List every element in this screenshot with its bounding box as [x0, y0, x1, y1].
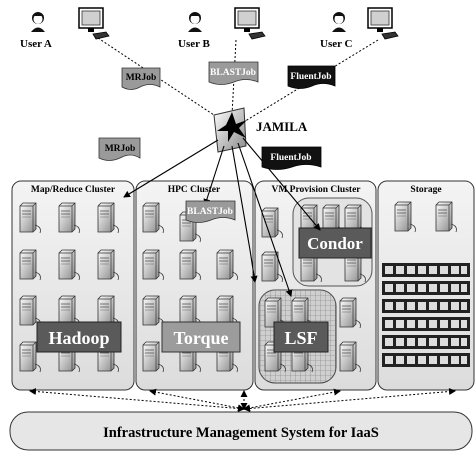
vm-provision-cluster-title: VM Provision Cluster	[271, 185, 361, 195]
user-a-computer-icon	[78, 7, 110, 40]
disk-array-icon	[382, 335, 470, 349]
dispatch-arrows	[123, 137, 321, 297]
flag-blastjob-hpc-label: BLASTJob	[187, 207, 233, 217]
flag-blastjob-user-b-label: BLASTJob	[210, 68, 256, 78]
disk-array-icon	[382, 263, 470, 277]
hpc-cluster-title: HPC Cluster	[168, 185, 221, 195]
infrastructure-management-bar: Infrastructure Management System for Iaa…	[9, 411, 473, 451]
user-b-label: User B	[178, 38, 211, 50]
flag-mrjob-user-a: MRJob	[121, 67, 161, 90]
condor-group: Condor	[292, 197, 373, 287]
flag-fluentjob-user-c: FluentJob	[287, 65, 336, 89]
user-a-label: User A	[20, 38, 52, 50]
hadoop-label: Hadoop	[48, 328, 109, 348]
management-links	[29, 388, 456, 412]
torque-label: Torque	[173, 328, 228, 348]
disk-array-icon	[382, 353, 470, 367]
jamila-node: JAMILA	[213, 107, 308, 153]
flag-mrjob-mapreduce: MRJob	[98, 137, 141, 161]
storage-title: Storage	[410, 185, 441, 195]
flag-fluentjob-vm: FluentJob	[261, 146, 322, 170]
hadoop-box: Hadoop	[36, 321, 122, 353]
user-c-label: User C	[320, 38, 353, 50]
mapreduce-cluster-title: Map/Reduce Cluster	[31, 185, 116, 195]
user-b-computer-icon	[234, 7, 266, 40]
flag-blastjob-user-b: BLASTJob	[208, 61, 259, 85]
star-burst-icon	[217, 112, 247, 142]
infrastructure-management-label: Infrastructure Management System for Iaa…	[103, 425, 379, 441]
disk-array-icon	[382, 281, 470, 295]
condor-label: Condor	[307, 234, 363, 253]
disk-array-icon	[382, 317, 470, 331]
flag-mrjob-user-a-label: MRJob	[126, 73, 157, 83]
user-c-icon	[332, 12, 346, 32]
user-a: User A	[20, 7, 110, 50]
user-c: User C	[320, 7, 399, 50]
user-b: User B	[178, 7, 266, 50]
disk-array-icon	[382, 299, 470, 313]
jamila-label: JAMILA	[256, 119, 308, 134]
lsf-group: LSF	[258, 289, 337, 384]
torque-box: Torque	[161, 321, 241, 353]
flag-fluentjob-vm-label: FluentJob	[270, 153, 311, 163]
user-b-icon	[188, 12, 202, 32]
user-c-computer-icon	[367, 7, 399, 40]
flag-blastjob-hpc: BLASTJob	[185, 200, 236, 223]
lsf-label: LSF	[284, 328, 317, 348]
flag-fluentjob-user-c-label: FluentJob	[290, 72, 331, 82]
user-a-icon	[31, 12, 45, 32]
flag-mrjob-mapreduce-label: MRJob	[105, 144, 136, 154]
